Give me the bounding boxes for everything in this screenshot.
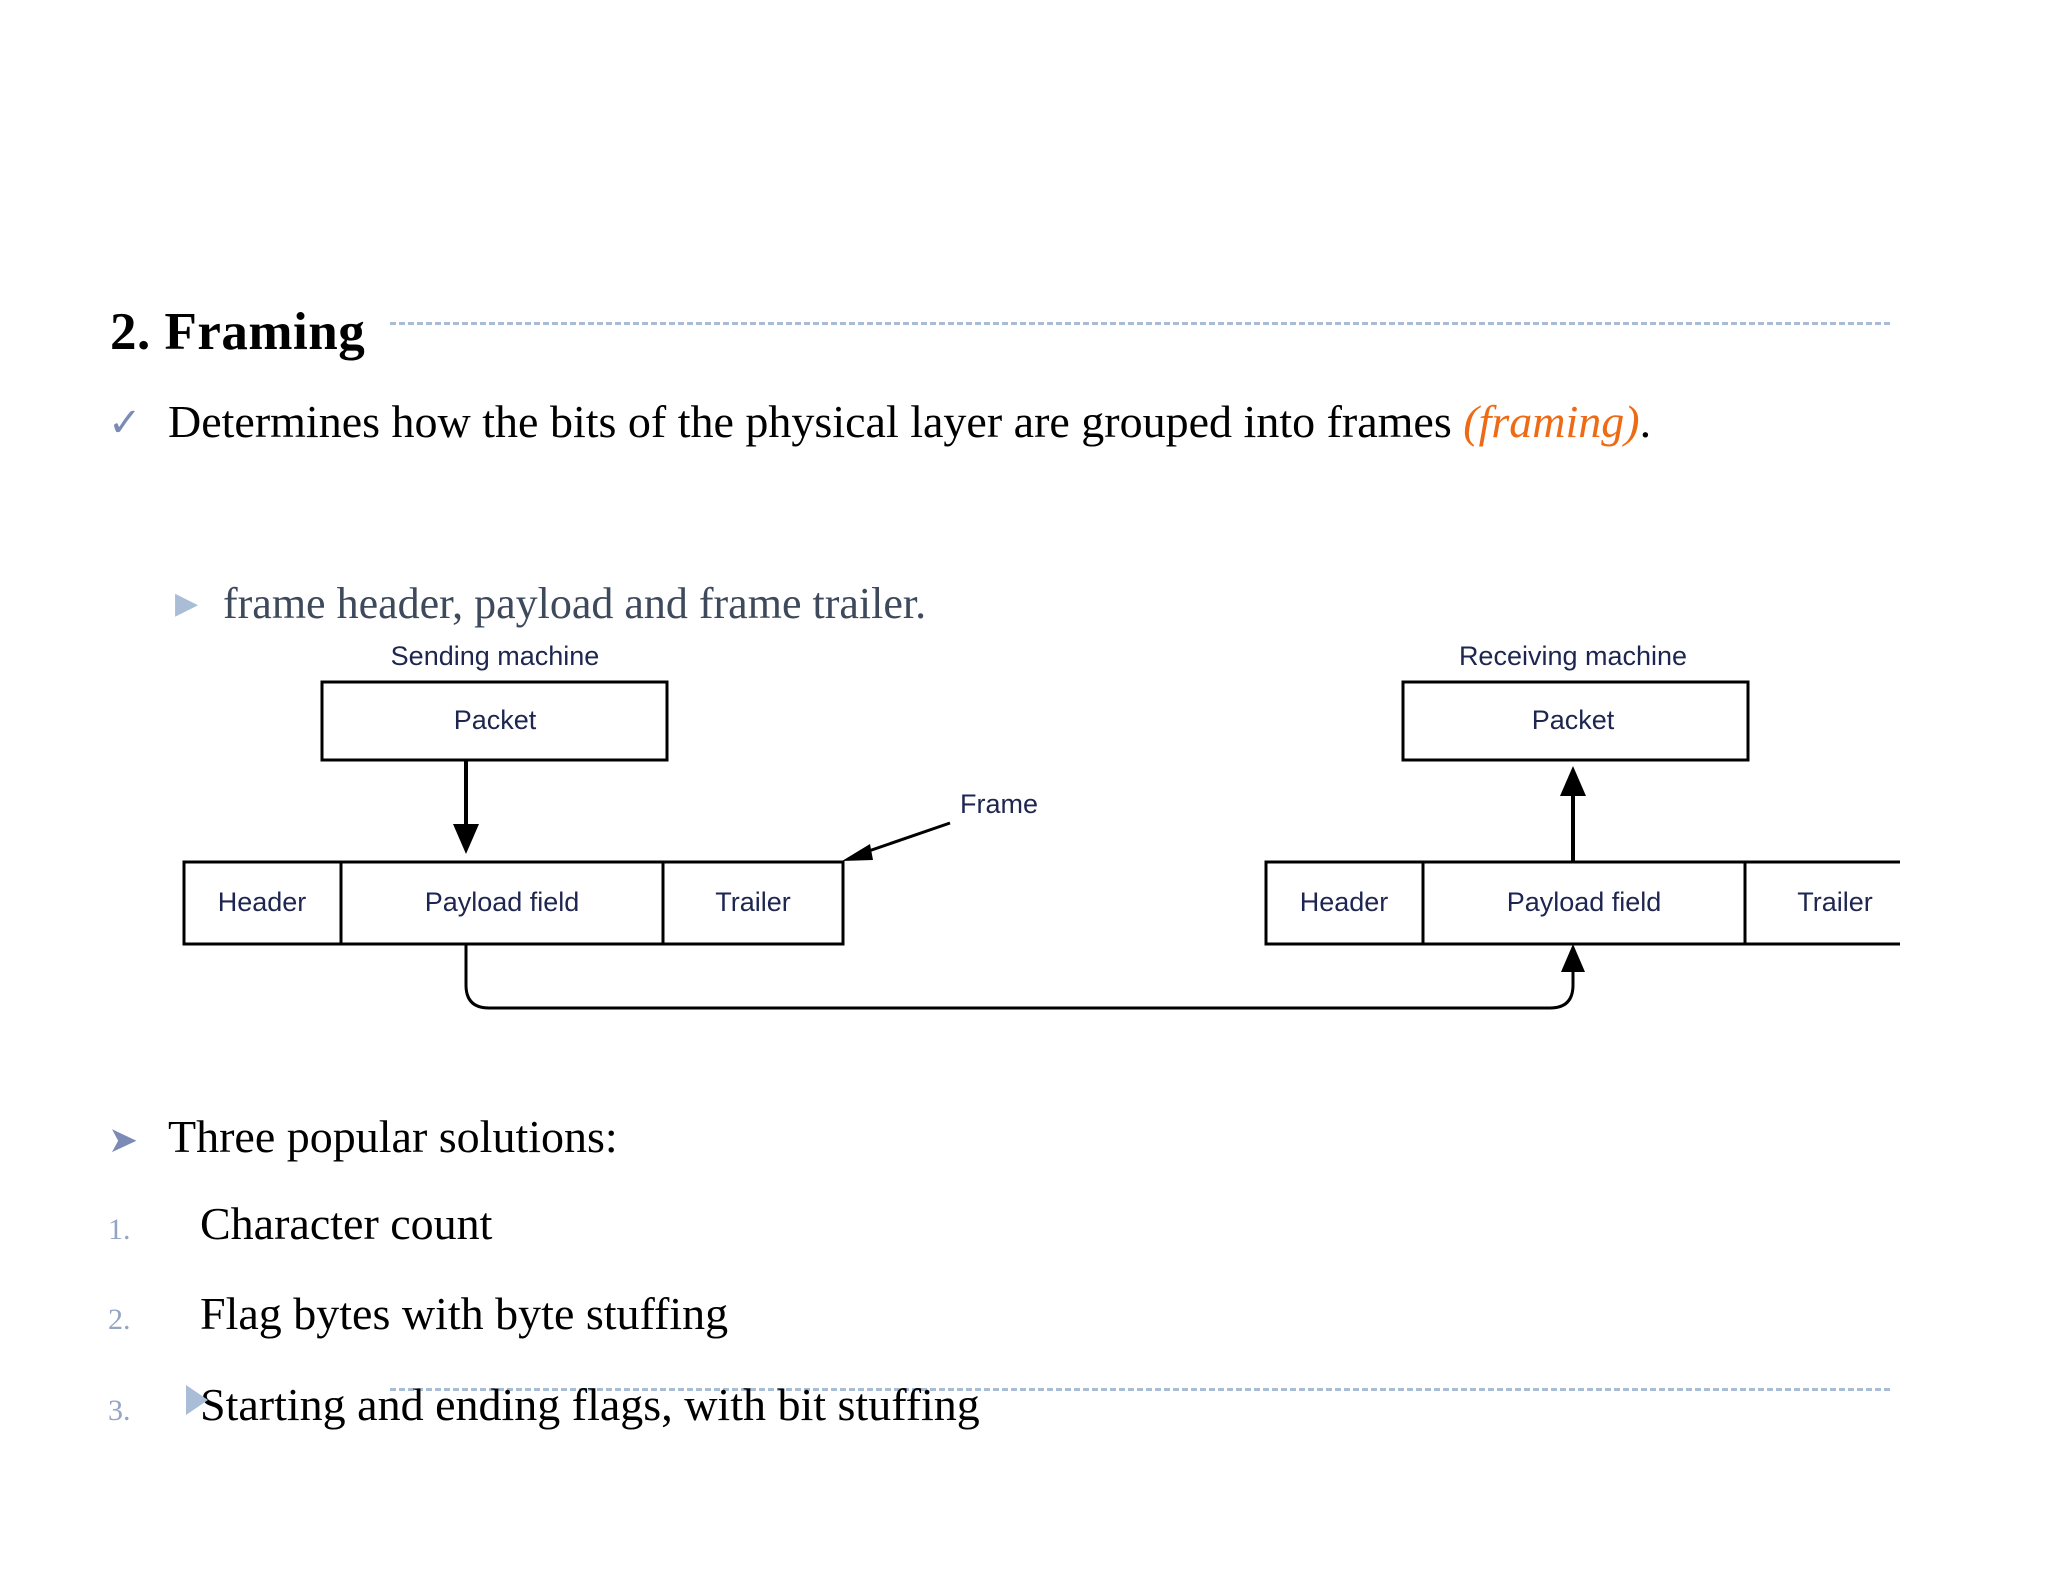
receiving-machine-label: Receiving machine	[1459, 641, 1687, 671]
bullet-sub: ▶ frame header, payload and frame trailer…	[175, 578, 926, 629]
frame-callout-leader	[859, 821, 951, 856]
lead-line: ➤ Three popular solutions:	[108, 1110, 618, 1163]
transmission-path-arrow-head	[1561, 944, 1585, 972]
receiving-trailer-label: Trailer	[1797, 887, 1873, 917]
lead-line-text: Three popular solutions:	[168, 1111, 618, 1162]
page-title: 2. Framing	[110, 303, 366, 361]
sending-machine-label: Sending machine	[391, 641, 600, 671]
receiving-trailer-box	[1743, 860, 1900, 946]
bullet-sub-text: frame header, payload and frame trailer.	[223, 579, 927, 628]
check-icon: ✓	[108, 400, 142, 445]
receiving-payload-label: Payload field	[1507, 887, 1662, 917]
arrow-bullet-icon: ➤	[108, 1120, 139, 1160]
bullet-main-emphasis: (framing)	[1463, 396, 1640, 447]
dashed-rule-bottom	[390, 1388, 1890, 1391]
list-item-text: Flag bytes with byte stuffing	[200, 1288, 729, 1339]
bullet-main-text-after: .	[1639, 396, 1652, 447]
sending-header-box	[182, 860, 343, 946]
receiving-up-arrow-head	[1560, 766, 1586, 796]
sending-packet-box	[320, 680, 669, 762]
list-item-number: 2.	[108, 1303, 131, 1336]
frame-callout-label: Frame	[960, 789, 1038, 819]
triangle-right-icon: ▶	[175, 587, 199, 620]
sending-header-label: Header	[218, 887, 307, 917]
sending-trailer-label: Trailer	[715, 887, 791, 917]
list-item: 2. Flag bytes with byte stuffing	[108, 1287, 728, 1340]
receiving-header-label: Header	[1300, 887, 1389, 917]
list-item-number: 3.	[108, 1394, 131, 1427]
triangle-decoration-icon	[186, 1385, 208, 1415]
receiving-packet-box	[1401, 680, 1750, 762]
receiving-header-box	[1264, 860, 1425, 946]
list-item: 1. Character count	[108, 1197, 492, 1250]
list-item-text: Starting and ending flags, with bit stuf…	[200, 1379, 980, 1430]
list-item-text: Character count	[200, 1198, 493, 1249]
sending-down-arrow-head	[453, 824, 479, 854]
sending-trailer-box	[661, 860, 845, 946]
framing-diagram: Sending machine Packet Header Payload fi…	[170, 640, 1900, 1060]
bullet-main: ✓ Determines how the bits of the physica…	[108, 395, 1998, 449]
frame-callout-arrow-head	[842, 844, 873, 861]
receiving-packet-label: Packet	[1532, 705, 1615, 735]
sending-packet-label: Packet	[454, 705, 537, 735]
bullet-main-text: Determines how the bits of the physical …	[168, 395, 1998, 449]
list-item: 3. Starting and ending flags, with bit st…	[108, 1378, 980, 1431]
dashed-rule-top	[390, 322, 1890, 325]
sending-payload-label: Payload field	[425, 887, 580, 917]
transmission-path	[464, 944, 1575, 1010]
receiving-payload-box	[1421, 860, 1747, 946]
bullet-main-text-before: Determines how the bits of the physical …	[168, 396, 1464, 447]
list-item-number: 1.	[108, 1213, 131, 1246]
